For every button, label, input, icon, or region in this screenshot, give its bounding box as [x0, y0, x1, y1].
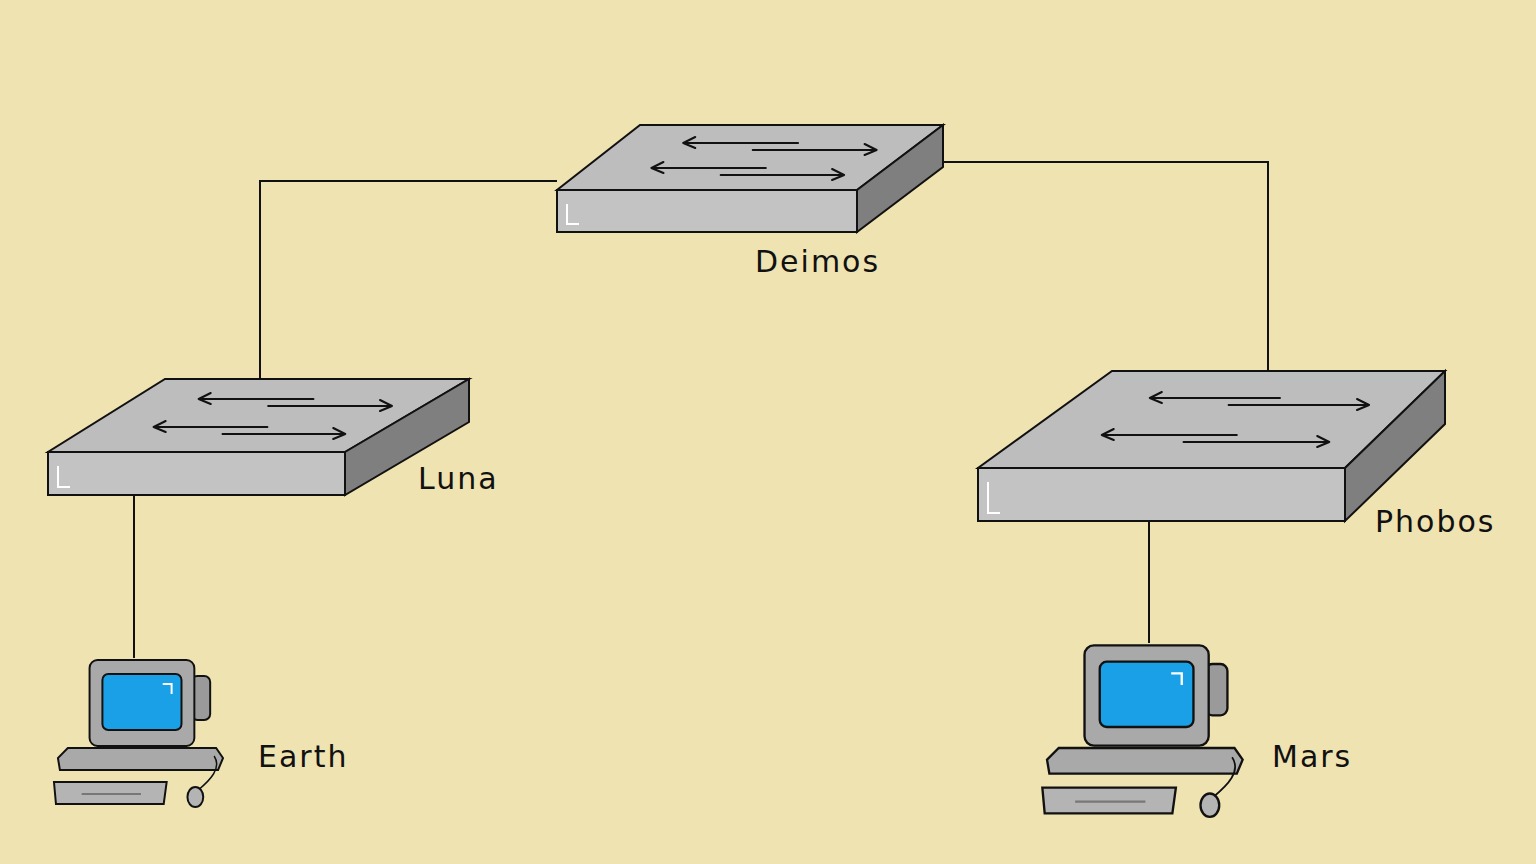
- device-name: Deimos: [755, 244, 880, 279]
- device-name: Phobos: [1375, 504, 1496, 539]
- computer-icon: [52, 658, 225, 808]
- label-holder: Luna: [418, 462, 499, 495]
- device-name: Earth: [258, 739, 348, 774]
- label-holder: Deimos: [755, 245, 880, 278]
- computer: Mars: [1040, 643, 1245, 818]
- label-holder: Phobos: [1375, 505, 1496, 538]
- network-switch: Luna: [48, 378, 470, 496]
- computer-icon: [1040, 643, 1245, 818]
- network-switch: Deimos: [557, 124, 944, 233]
- label-holder: Earth: [258, 740, 348, 773]
- network-cable: [944, 162, 1268, 370]
- network-cable: [133, 496, 135, 658]
- network-switch: Phobos: [978, 370, 1446, 522]
- device-name: Luna: [418, 461, 499, 496]
- device-name: Mars: [1272, 739, 1352, 774]
- switch-icon: [557, 124, 944, 233]
- label-holder: Mars: [1272, 740, 1352, 773]
- computer: Earth: [52, 658, 225, 808]
- switch-icon: [48, 378, 470, 496]
- network-cable: [260, 181, 557, 378]
- switch-icon: [978, 370, 1446, 522]
- network-cable: [1148, 522, 1150, 643]
